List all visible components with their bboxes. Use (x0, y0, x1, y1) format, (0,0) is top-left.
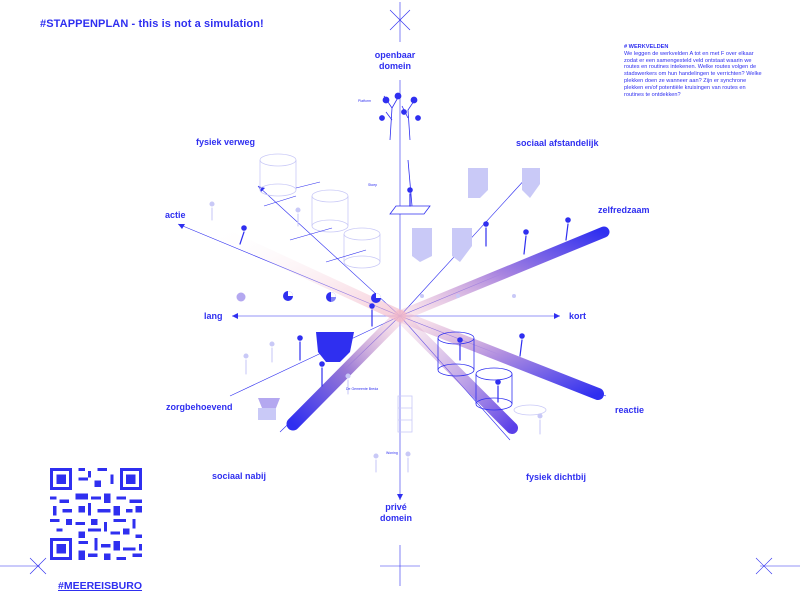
page-title: #STAPPENPLAN - this is not a simulation! (40, 18, 264, 30)
note-body: We leggen de werkvelden A tot en met F o… (624, 50, 762, 98)
crosshair-icon (389, 2, 411, 42)
cylinder-shapes (259, 153, 381, 269)
gradient-bars (204, 72, 610, 434)
axis-label-fysiek-verweg: fysiek verweg (196, 137, 256, 147)
dark-funnels (316, 332, 354, 362)
cylinder-shapes (437, 331, 547, 416)
pie-icons (236, 291, 516, 303)
axis-label-sociaal-nabij: sociaal nabij (212, 471, 267, 481)
crosshair-icon (755, 557, 800, 575)
werkvelden-note: # WERKVELDEN We leggen de werkvelden A t… (624, 44, 764, 98)
axis-label-reactie: reactie (615, 405, 645, 415)
axis-label-text: openbaar domein (374, 50, 416, 71)
axis-label-sociaal-afstandelijk: sociaal afstandelijk (516, 138, 599, 148)
axis-label-text: privé domein (379, 502, 412, 523)
platform-label: Platform (358, 99, 371, 103)
woning-label: Woning (386, 451, 398, 455)
qr-code-icon[interactable] (50, 468, 142, 560)
axis-label-zorgbehoevend: zorgbehoevend (166, 402, 233, 412)
axis-label-actie: actie (165, 210, 186, 220)
bench-illustration (389, 159, 431, 215)
gemeente-label: De Gemeente Breda (346, 387, 378, 391)
axis-arrowheads (178, 176, 560, 500)
meereisburo-link[interactable]: #MEEREISBURO (58, 580, 143, 592)
tree-illustration (379, 92, 421, 141)
axis-label-openbaar-domein: openbaar domein (366, 50, 424, 72)
crosshair-icon (380, 545, 420, 586)
note-title: # WERKVELDEN (624, 44, 669, 50)
stoep-label: Stoep (368, 183, 377, 187)
axis-label-lang: lang (204, 311, 223, 321)
axis-label-kort: kort (569, 311, 587, 321)
axis-label-zelfredzaam: zelfredzaam (598, 205, 650, 215)
people-figures (239, 187, 571, 403)
cabinet-illustration (397, 395, 413, 433)
axis-label-fysiek-dichtbij: fysiek dichtbij (526, 472, 587, 482)
crosshair-icon (0, 557, 47, 575)
ghost-figures (209, 201, 543, 473)
axis-label-prive-domein: privé domein (372, 502, 420, 524)
double-arrows (263, 181, 367, 263)
funnel-shapes (258, 168, 540, 420)
